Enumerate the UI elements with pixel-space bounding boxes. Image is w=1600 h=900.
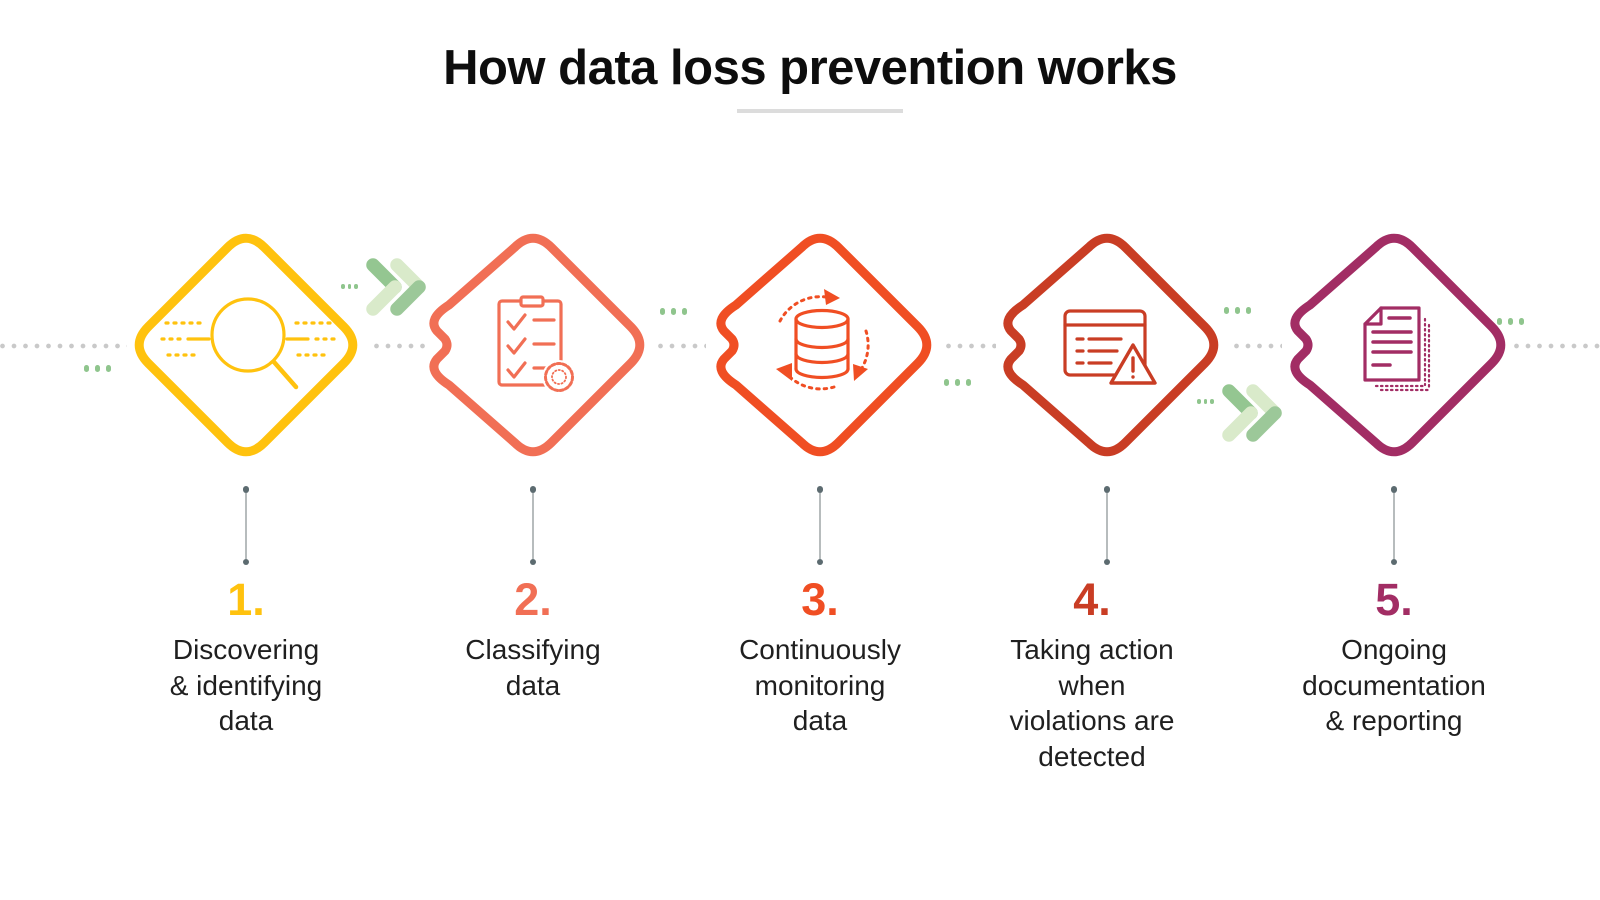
dotted-line-segment — [658, 343, 706, 349]
double-chevron-right-icon — [1222, 384, 1282, 442]
magnifier-scan-icon — [160, 297, 336, 390]
dotted-line-segment — [374, 343, 425, 349]
connector-pin — [1103, 486, 1111, 565]
diamond-outline — [1290, 233, 1506, 457]
green-dots — [944, 379, 971, 386]
document-report-icon — [1363, 306, 1431, 392]
connector-pin — [529, 486, 537, 565]
clipboard-checklist-icon — [497, 295, 576, 394]
green-dots — [1224, 307, 1251, 314]
green-dots — [1497, 318, 1524, 325]
step-label: Continuously monitoring data — [739, 634, 901, 737]
green-dots — [84, 365, 111, 372]
connector-pin — [1390, 486, 1398, 565]
title-underline — [737, 109, 903, 113]
green-dots — [341, 284, 358, 289]
step-number: 5. — [1375, 574, 1413, 625]
diamond-outline — [429, 233, 645, 457]
dotted-line-segment — [1514, 343, 1600, 349]
step-2-diamond — [429, 233, 645, 457]
step-number: 1. — [227, 574, 265, 625]
green-dots — [660, 308, 687, 315]
step-label: Discovering & identifying data — [169, 634, 323, 737]
step-3-diamond — [716, 233, 932, 457]
step-number: 4. — [1073, 574, 1111, 625]
diamond-outline — [716, 233, 932, 457]
step-4-diamond — [1003, 233, 1219, 457]
dotted-line-segment — [0, 343, 127, 349]
connector-pin — [242, 486, 250, 565]
step-label: Taking action when violations are detect… — [1009, 634, 1175, 772]
dotted-line-segment — [946, 343, 996, 349]
green-dots — [1197, 399, 1214, 404]
dotted-line-segment — [1234, 343, 1282, 349]
step-number: 2. — [514, 574, 552, 625]
page-title: How data loss prevention works — [443, 41, 1177, 95]
step-1-diamond — [134, 233, 358, 457]
database-sync-icon — [776, 289, 870, 391]
step-label: Classifying data — [465, 634, 601, 701]
double-chevron-right-icon — [366, 258, 426, 316]
diamond-outline — [134, 233, 358, 457]
connector-pin — [816, 486, 824, 565]
step-number: 3. — [801, 574, 839, 625]
step-label: Ongoing documentation & reporting — [1302, 634, 1486, 737]
diamond-outline — [1003, 233, 1219, 457]
step-5-diamond — [1290, 233, 1506, 457]
window-warning-icon — [1063, 309, 1157, 385]
